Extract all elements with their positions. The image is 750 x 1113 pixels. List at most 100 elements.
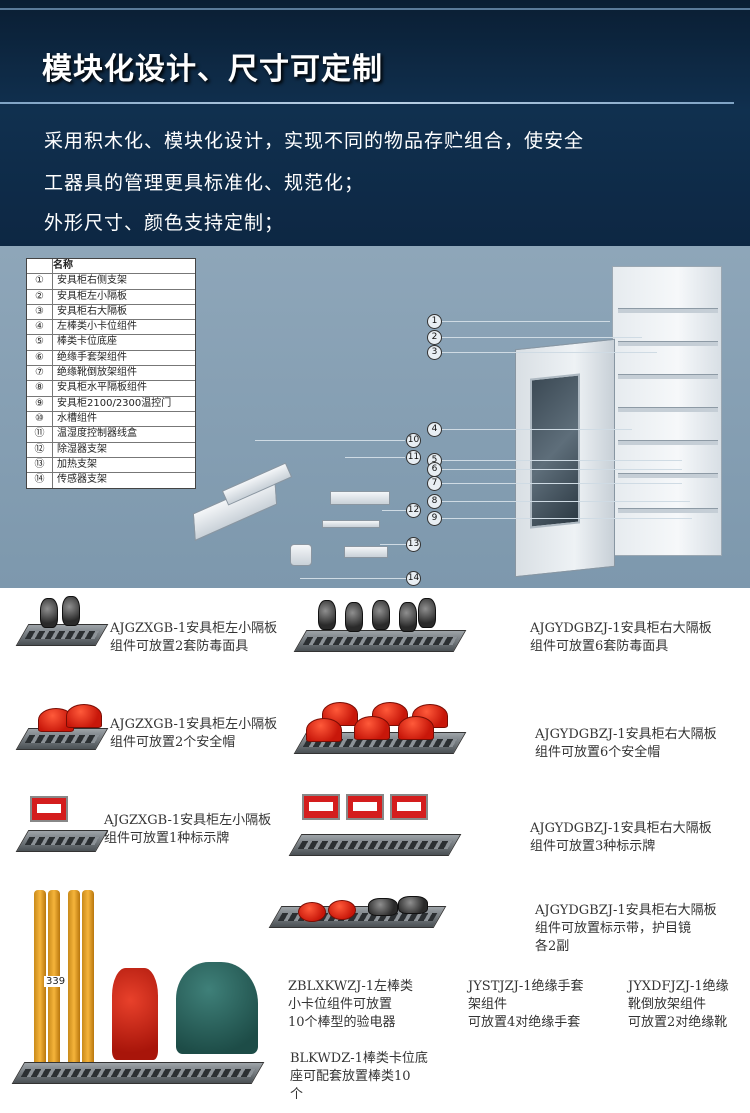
part-number: ④ bbox=[27, 320, 53, 335]
caption-line: 组件可放置标示带，护目镜 bbox=[535, 921, 692, 936]
voltage-tester-rod bbox=[82, 890, 94, 1070]
caption-line: JYSTJZJ-1绝缘手套 bbox=[468, 979, 584, 994]
part-name: 传感器支架 bbox=[57, 474, 107, 486]
part-number: ③ bbox=[27, 304, 53, 320]
part-number: ⑧ bbox=[27, 381, 53, 396]
callout-11: 11 bbox=[406, 450, 421, 465]
caption-line: 可放置4对绝缘手套 bbox=[468, 1015, 581, 1030]
part-number: ② bbox=[27, 289, 53, 304]
callout-6: 6 bbox=[427, 462, 442, 477]
caption-line: 组件可放置1种标示牌 bbox=[104, 831, 230, 846]
part-number: ⑤ bbox=[27, 335, 53, 350]
callout-leader bbox=[442, 469, 682, 470]
controller-box-part bbox=[330, 491, 390, 505]
gas-mask-image bbox=[40, 598, 58, 628]
caption-line: 小卡位组件可放置 bbox=[288, 997, 393, 1012]
heater-bracket-part bbox=[344, 546, 388, 558]
table-row: ⑬ 加热支架 bbox=[27, 457, 195, 474]
callout-leader bbox=[442, 321, 610, 322]
insulating-glove-image bbox=[112, 968, 158, 1060]
large-partition-tray bbox=[288, 834, 462, 856]
part-number: ⑦ bbox=[27, 366, 53, 381]
caption-line: JYXDFJZJ-1绝缘 bbox=[628, 979, 729, 994]
small-partition-tray bbox=[15, 830, 109, 852]
cabinet-shelf bbox=[618, 508, 718, 513]
part-name: 绝缘手套架组件 bbox=[57, 351, 127, 363]
gas-mask-image bbox=[399, 602, 417, 632]
callout-leader bbox=[380, 544, 406, 545]
callout-leader bbox=[442, 337, 642, 338]
part-name: 安具柜左小隔板 bbox=[57, 290, 127, 302]
part-number: ① bbox=[27, 274, 53, 289]
goggles-image bbox=[398, 896, 428, 914]
part-name: 左棒类小卡位组件 bbox=[57, 321, 137, 333]
callout-leader bbox=[300, 578, 406, 579]
marking-tape-image bbox=[298, 902, 326, 922]
caption-line: 各2副 bbox=[535, 939, 570, 954]
sign-board-image bbox=[346, 794, 384, 820]
gas-mask-image bbox=[372, 600, 390, 630]
callout-leader bbox=[442, 352, 657, 353]
caption-line: 座可配套放置棒类10 bbox=[290, 1069, 411, 1084]
description-line-1: 采用积木化、模块化设计，实现不同的物品存贮组合，使安全 bbox=[44, 130, 585, 152]
safety-helmet-image bbox=[398, 716, 434, 740]
voltage-tester-rod bbox=[68, 890, 80, 1070]
caption-large-partition-helmets: AJGYDGBZJ-1安具柜右大隔板 组件可放置6个安全帽 bbox=[535, 726, 717, 762]
callout-leader bbox=[345, 457, 405, 458]
caption-glove-rack: JYSTJZJ-1绝缘手套 架组件 可放置4对绝缘手套 bbox=[468, 978, 584, 1032]
caption-line: 组件可放置6个安全帽 bbox=[535, 745, 661, 760]
sign-board-image bbox=[30, 796, 68, 822]
header-top-line bbox=[0, 8, 750, 10]
caption-line: ZBLXKWZJ-1左棒类 bbox=[288, 979, 413, 994]
caption-line: 个 bbox=[290, 1087, 304, 1102]
callout-12: 12 bbox=[406, 503, 421, 518]
callout-9: 9 bbox=[427, 511, 442, 526]
part-name: 安具柜水平隔板组件 bbox=[57, 382, 147, 394]
parts-table-name-header: 名称 bbox=[53, 260, 73, 271]
marking-tape-image bbox=[328, 900, 356, 920]
caption-line: 靴倒放架组件 bbox=[628, 997, 707, 1012]
part-name: 除湿器支架 bbox=[57, 443, 107, 455]
callout-10: 10 bbox=[406, 433, 421, 448]
insulating-boot-image bbox=[176, 962, 258, 1054]
caption-line: 组件可放置6套防毒面具 bbox=[530, 639, 669, 654]
caption-line: 组件可放置2套防毒面具 bbox=[110, 639, 249, 654]
callout-13: 13 bbox=[406, 537, 421, 552]
voltage-tester-rod bbox=[34, 890, 46, 1070]
part-name: 安具柜右侧支架 bbox=[57, 275, 127, 287]
part-name: 安具柜右大隔板 bbox=[57, 305, 127, 317]
part-number: ⑬ bbox=[27, 457, 53, 473]
title-divider bbox=[0, 102, 734, 104]
callout-3: 3 bbox=[427, 345, 442, 360]
safety-helmet-image bbox=[66, 704, 102, 728]
callout-14: 14 bbox=[406, 571, 421, 586]
callout-leader bbox=[442, 429, 632, 430]
caption-line: 组件可放置3种标示牌 bbox=[530, 839, 656, 854]
caption-line: AJGZXGB-1安具柜左小隔板 bbox=[110, 717, 278, 732]
part-number: ⑭ bbox=[27, 473, 53, 489]
parts-table-header: 名称 bbox=[27, 259, 195, 275]
gas-mask-image bbox=[418, 598, 436, 628]
part-number: ⑪ bbox=[27, 427, 53, 442]
caption-large-partition-masks: AJGYDGBZJ-1安具柜右大隔板 组件可放置6套防毒面具 bbox=[530, 620, 712, 656]
dehumidifier-bracket-part bbox=[322, 520, 380, 528]
part-name: 安具柜2100/2300温控门 bbox=[57, 397, 172, 409]
cabinet-shelf bbox=[618, 308, 718, 313]
caption-small-partition-helmets: AJGZXGB-1安具柜左小隔板 组件可放置2个安全帽 bbox=[110, 716, 277, 752]
caption-small-partition-signs: AJGZXGB-1安具柜左小隔板 组件可放置1种标示牌 bbox=[104, 812, 271, 848]
caption-line: 组件可放置2个安全帽 bbox=[110, 735, 236, 750]
caption-line: 可放置2对绝缘靴 bbox=[628, 1015, 728, 1030]
cabinet-shelf bbox=[618, 473, 718, 478]
table-row: ⑭ 传感器支架 bbox=[27, 473, 195, 489]
cabinet-door-window bbox=[530, 373, 580, 529]
caption-small-partition-masks: AJGZXGB-1安具柜左小隔板 组件可放置2套防毒面具 bbox=[110, 620, 277, 656]
callout-1: 1 bbox=[427, 314, 442, 329]
part-name: 加热支架 bbox=[57, 458, 97, 470]
description-line-3: 外形尺寸、颜色支持定制； bbox=[44, 212, 285, 234]
